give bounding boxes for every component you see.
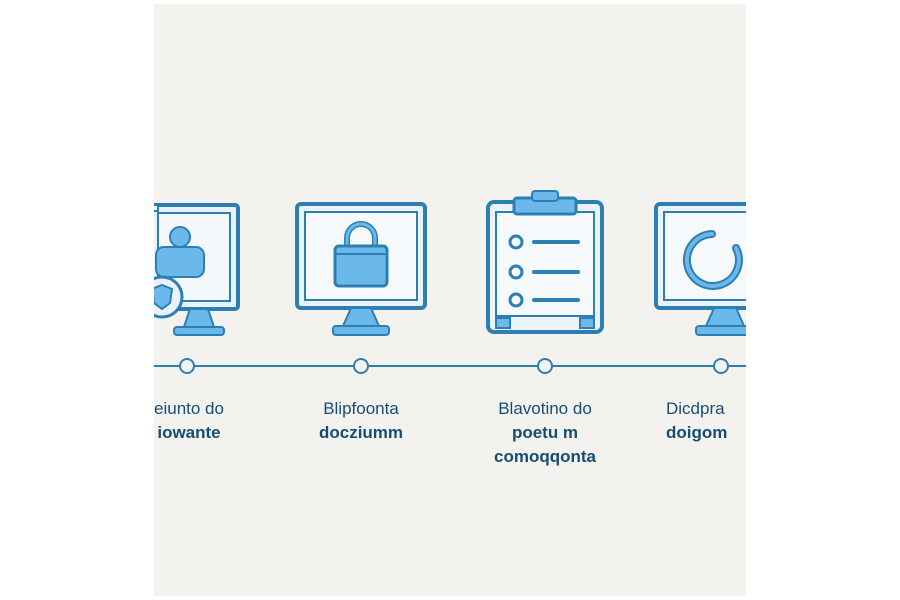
step-label-3: Blavotino do poetu m comoqqonta	[470, 397, 620, 469]
step-label-3-line1: Blavotino do	[498, 399, 592, 418]
step-label-1: eiunto do iowante	[154, 397, 264, 445]
timeline-node-2	[353, 358, 369, 374]
step-label-4-line1: Dicdpra	[666, 399, 725, 418]
step-label-1-line2: iowante	[157, 423, 221, 442]
user-shield-monitor-icon	[154, 203, 240, 336]
step-label-2-line1: Blipfoonta	[323, 399, 399, 418]
timeline-line	[154, 365, 746, 367]
timeline-node-1	[179, 358, 195, 374]
step-label-2: Blipfoonta docziumm	[286, 397, 436, 445]
diagram-canvas: eiunto do iowante Blipfoonta docziumm Bl…	[154, 4, 746, 596]
clipboard-checklist-icon	[486, 190, 604, 334]
step-label-2-line2: docziumm	[318, 423, 404, 442]
timeline-node-3	[537, 358, 553, 374]
step-label-4: Dicdpra doigom	[666, 397, 746, 445]
padlock-monitor-icon	[295, 202, 427, 336]
step-label-3-line3: comoqqonta	[494, 447, 596, 466]
step-label-4-line2: doigom	[666, 423, 728, 442]
step-label-3-line2: poetu m	[511, 423, 579, 442]
timeline-node-4	[713, 358, 729, 374]
step-label-1-line1: eiunto do	[154, 399, 224, 418]
refresh-monitor-icon	[654, 202, 746, 336]
